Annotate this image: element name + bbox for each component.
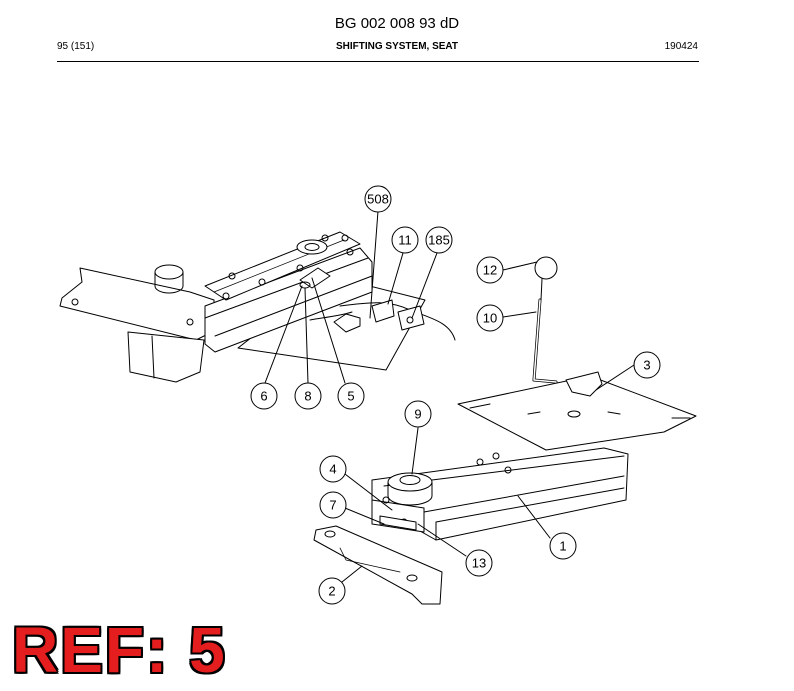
upper-assembly-illustration [59, 231, 456, 383]
callout-11-label: 11 [398, 233, 412, 248]
callout-1: 1 [549, 532, 577, 560]
callout-6: 6 [250, 382, 278, 410]
callout-bubbles: 508 11 185 12 10 6 8 5 3 9 4 7 1 13 2 [250, 185, 661, 605]
callout-6-label: 6 [260, 389, 267, 404]
callout-12: 12 [476, 256, 504, 284]
callout-2: 2 [318, 577, 346, 605]
callout-185: 185 [425, 226, 453, 254]
leader-lines [264, 210, 635, 583]
callout-508-label: 508 [367, 192, 389, 207]
callout-185-label: 185 [428, 233, 450, 248]
lower-assembly-illustration [313, 256, 697, 605]
callout-9: 9 [404, 400, 432, 428]
callout-4-label: 4 [329, 462, 336, 477]
section-title: SHIFTING SYSTEM, SEAT [335, 41, 459, 52]
document-number: BG 002 008 93 dD [334, 15, 460, 32]
callout-4: 4 [319, 455, 347, 483]
callout-9-label: 9 [414, 407, 421, 422]
callout-3: 3 [633, 351, 661, 379]
callout-11: 11 [391, 226, 419, 254]
callout-8: 8 [294, 382, 322, 410]
callout-13: 13 [465, 549, 493, 577]
callout-3-label: 3 [643, 358, 650, 373]
callout-508: 508 [364, 185, 392, 213]
callout-8-label: 8 [304, 389, 311, 404]
callout-7: 7 [319, 491, 347, 519]
callout-13-label: 13 [472, 556, 486, 571]
callout-1-label: 1 [559, 539, 566, 554]
callout-12-label: 12 [483, 263, 497, 278]
reference-label: REF: 5 [12, 614, 227, 686]
callout-5: 5 [337, 382, 365, 410]
callout-10-label: 10 [483, 311, 497, 326]
date-code: 190424 [664, 41, 698, 52]
header-rule [57, 61, 699, 62]
callout-5-label: 5 [347, 389, 354, 404]
page-number: 95 (151) [57, 41, 95, 52]
callout-2-label: 2 [328, 584, 335, 599]
callout-7-label: 7 [329, 498, 336, 513]
callout-10: 10 [476, 304, 504, 332]
